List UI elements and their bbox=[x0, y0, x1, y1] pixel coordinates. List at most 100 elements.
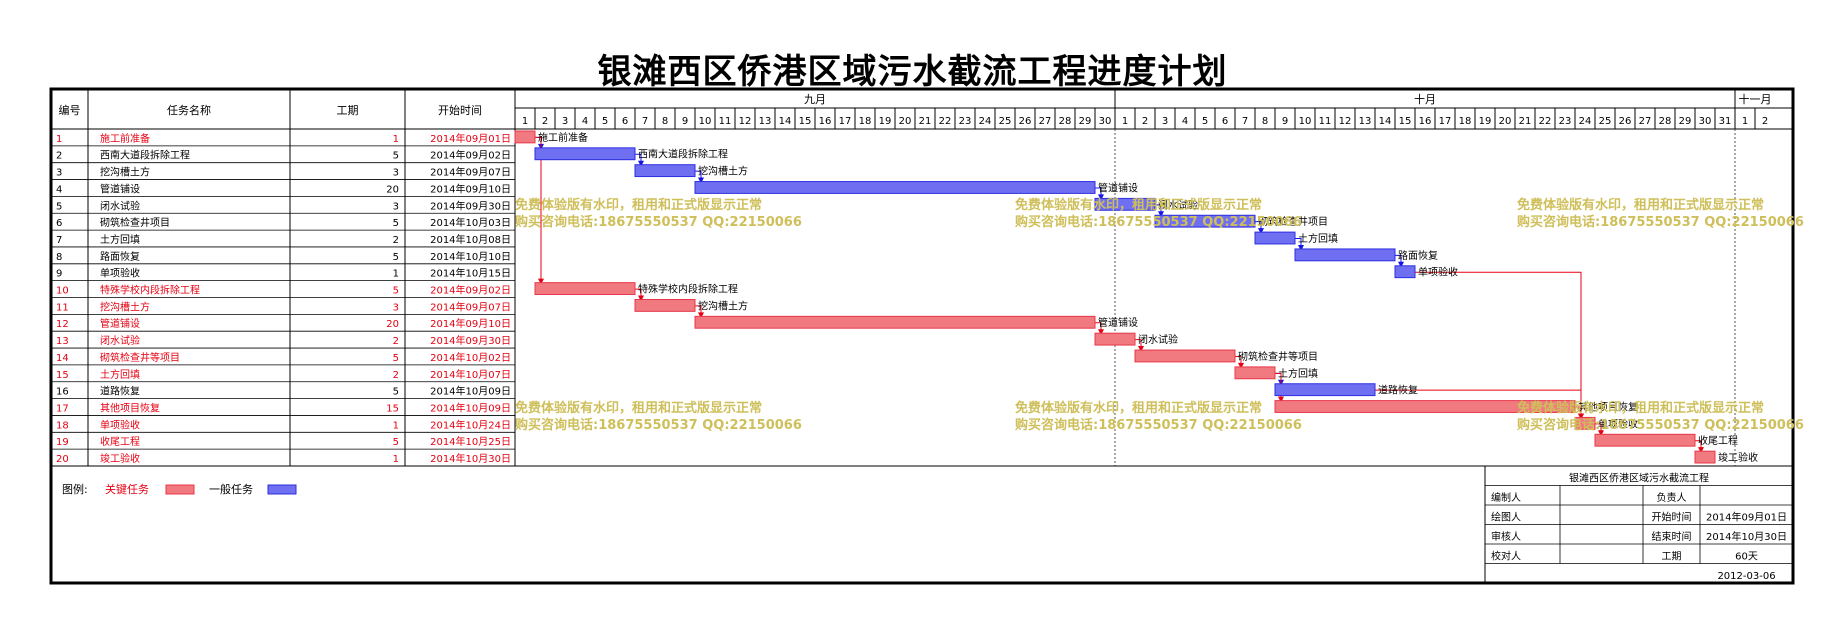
info-box-cell: 2012-03-06 bbox=[1717, 571, 1775, 582]
dependency-arrow bbox=[1138, 346, 1144, 353]
day-number: 18 bbox=[859, 116, 872, 127]
day-number: 13 bbox=[1359, 116, 1372, 127]
day-number: 3 bbox=[1162, 116, 1168, 127]
day-number: 12 bbox=[739, 116, 752, 127]
day-number: 9 bbox=[1282, 116, 1288, 127]
task-duration: 2 bbox=[393, 235, 399, 246]
task-bar bbox=[1274, 383, 1376, 397]
task-name: 土方回填 bbox=[100, 368, 140, 381]
task-no: 11 bbox=[56, 302, 69, 313]
task-bar-label: 管道铺设 bbox=[1098, 316, 1138, 329]
task-start: 2014年09月10日 bbox=[430, 317, 511, 330]
task-no: 9 bbox=[56, 269, 62, 280]
task-duration: 15 bbox=[386, 403, 399, 414]
task-bar bbox=[1294, 248, 1396, 262]
info-box-cell: 2014年09月01日 bbox=[1706, 511, 1787, 524]
task-bar bbox=[694, 315, 1096, 329]
task-bar bbox=[534, 282, 636, 295]
task-bar-label: 管道铺设 bbox=[1098, 181, 1138, 194]
task-name: 收尾工程 bbox=[100, 435, 140, 448]
task-bar bbox=[514, 130, 536, 144]
day-number: 18 bbox=[1459, 116, 1472, 127]
task-bar bbox=[1154, 214, 1256, 228]
watermark-text: 购买咨询电话:18675550537 QQ:22150066 bbox=[1015, 214, 1302, 230]
day-number: 16 bbox=[819, 116, 832, 127]
dependency-arrow bbox=[538, 278, 544, 285]
task-name: 闭水试验 bbox=[100, 334, 140, 347]
info-box-cell: 校对人 bbox=[1491, 550, 1521, 563]
day-number: 14 bbox=[779, 116, 792, 127]
info-box-cell: 结束时间 bbox=[1652, 530, 1692, 543]
task-start: 2014年09月07日 bbox=[430, 300, 511, 313]
task-bar bbox=[694, 181, 1096, 194]
info-box-cell: 工期 bbox=[1662, 551, 1682, 563]
watermark-text: 购买咨询电话:18675550537 QQ:22150066 bbox=[515, 417, 802, 433]
task-bar-label: 挖沟槽土方 bbox=[698, 299, 748, 312]
day-number: 28 bbox=[1059, 116, 1072, 127]
chart-frame bbox=[49, 87, 1795, 585]
task-no: 13 bbox=[56, 336, 69, 347]
task-duration: 2 bbox=[393, 370, 399, 381]
task-bar-label: 砌筑检查井等项目 bbox=[1238, 350, 1318, 363]
task-duration: 1 bbox=[393, 454, 399, 465]
task-bar-label: 砌筑检查井项目 bbox=[1258, 215, 1328, 228]
header-duration: 工期 bbox=[337, 104, 359, 117]
day-number: 17 bbox=[1439, 116, 1452, 127]
day-number: 12 bbox=[1339, 116, 1352, 127]
task-start: 2014年09月01日 bbox=[430, 132, 511, 145]
day-number: 11 bbox=[719, 116, 732, 127]
day-number: 21 bbox=[1519, 116, 1532, 127]
task-bar-label: 特殊学校内段拆除工程 bbox=[638, 283, 738, 296]
header-start: 开始时间 bbox=[438, 103, 482, 117]
task-duration: 5 bbox=[393, 218, 399, 229]
task-no: 7 bbox=[56, 235, 62, 246]
watermark-text: 购买咨询电话:18675550537 QQ:22150066 bbox=[1517, 417, 1804, 433]
day-number: 26 bbox=[1019, 116, 1032, 127]
watermark-text: 免费体验版有水印，租用和正式版显示正常 bbox=[1517, 400, 1764, 416]
task-no: 1 bbox=[56, 134, 62, 145]
day-number: 21 bbox=[919, 116, 932, 127]
day-number: 11 bbox=[1319, 116, 1332, 127]
day-number: 15 bbox=[799, 116, 812, 127]
month-label: 十月 bbox=[1414, 92, 1436, 106]
task-name: 砌筑检查井项目 bbox=[100, 216, 170, 229]
task-name: 管道铺设 bbox=[100, 182, 140, 195]
day-number: 8 bbox=[1262, 116, 1268, 127]
dependency-arrow bbox=[1098, 194, 1104, 201]
task-start: 2014年10月24日 bbox=[430, 418, 511, 431]
day-number: 5 bbox=[602, 116, 608, 127]
day-number: 31 bbox=[1719, 116, 1732, 127]
task-no: 3 bbox=[56, 168, 62, 179]
task-duration: 5 bbox=[393, 437, 399, 448]
task-name: 其他项目恢复 bbox=[100, 401, 160, 414]
task-no: 10 bbox=[56, 286, 69, 297]
task-name: 单项验收 bbox=[100, 267, 140, 280]
day-number: 23 bbox=[959, 116, 972, 127]
watermark-text: 购买咨询电话:18675550537 QQ:22150066 bbox=[1517, 214, 1804, 230]
day-number: 6 bbox=[1222, 116, 1228, 127]
task-duration: 3 bbox=[393, 168, 399, 179]
task-start: 2014年10月30日 bbox=[430, 452, 511, 465]
info-box-cell: 60天 bbox=[1735, 552, 1758, 563]
day-number: 22 bbox=[1539, 116, 1552, 127]
day-number: 1 bbox=[1122, 116, 1128, 127]
task-duration: 20 bbox=[386, 184, 399, 195]
day-number: 15 bbox=[1399, 116, 1412, 127]
task-start: 2014年10月10日 bbox=[430, 250, 511, 263]
task-no: 15 bbox=[56, 370, 69, 381]
day-number: 9 bbox=[682, 116, 688, 127]
task-bar bbox=[534, 147, 636, 161]
dependency-arrow bbox=[1258, 228, 1264, 235]
task-start: 2014年09月07日 bbox=[430, 166, 511, 179]
task-no: 16 bbox=[56, 387, 69, 398]
task-bar-label: 路面恢复 bbox=[1398, 249, 1438, 262]
task-start: 2014年09月30日 bbox=[430, 199, 511, 212]
day-number: 27 bbox=[1639, 116, 1652, 127]
watermark-text: 购买咨询电话:18675550537 QQ:22150066 bbox=[515, 214, 802, 230]
day-number: 8 bbox=[662, 116, 668, 127]
watermark-text: 免费体验版有水印，租用和正式版显示正常 bbox=[515, 197, 762, 213]
watermark-text: 购买咨询电话:18675550537 QQ:22150066 bbox=[1015, 417, 1302, 433]
task-name: 管道铺设 bbox=[100, 317, 140, 330]
day-number: 26 bbox=[1619, 116, 1632, 127]
